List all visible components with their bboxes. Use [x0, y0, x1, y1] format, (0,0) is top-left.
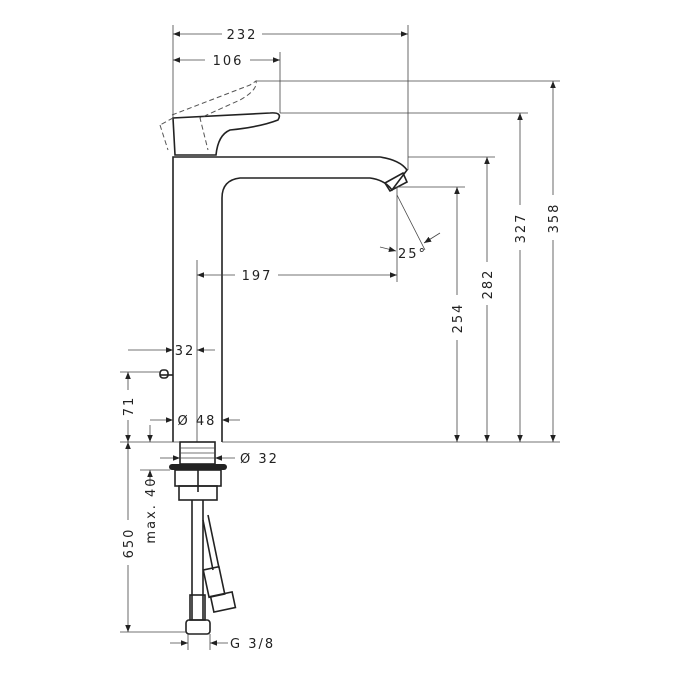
- dim-25-degrees: 25°: [398, 247, 427, 262]
- faucet-outline: [159, 80, 409, 442]
- dim-232: 232: [227, 28, 258, 43]
- dim-327: 327: [514, 213, 529, 244]
- dim-650: 650: [122, 528, 137, 559]
- dim-32-lever-offset: 32: [175, 344, 196, 359]
- dim-197: 197: [242, 269, 273, 284]
- dim-max-40: max. 40: [144, 476, 159, 543]
- mounting-assembly: [169, 441, 237, 635]
- extension-lines: [120, 25, 560, 650]
- dim-71: 71: [122, 396, 137, 417]
- dim-106: 106: [213, 54, 244, 69]
- dim-358: 358: [547, 203, 562, 234]
- dim-connection: G 3/8: [230, 637, 275, 652]
- dim-body-diameter: Ø 48: [178, 414, 217, 429]
- dim-282: 282: [481, 269, 496, 300]
- dim-254: 254: [451, 303, 466, 334]
- dim-thread-diameter: Ø 32: [240, 452, 279, 467]
- dimension-lines: [125, 31, 556, 646]
